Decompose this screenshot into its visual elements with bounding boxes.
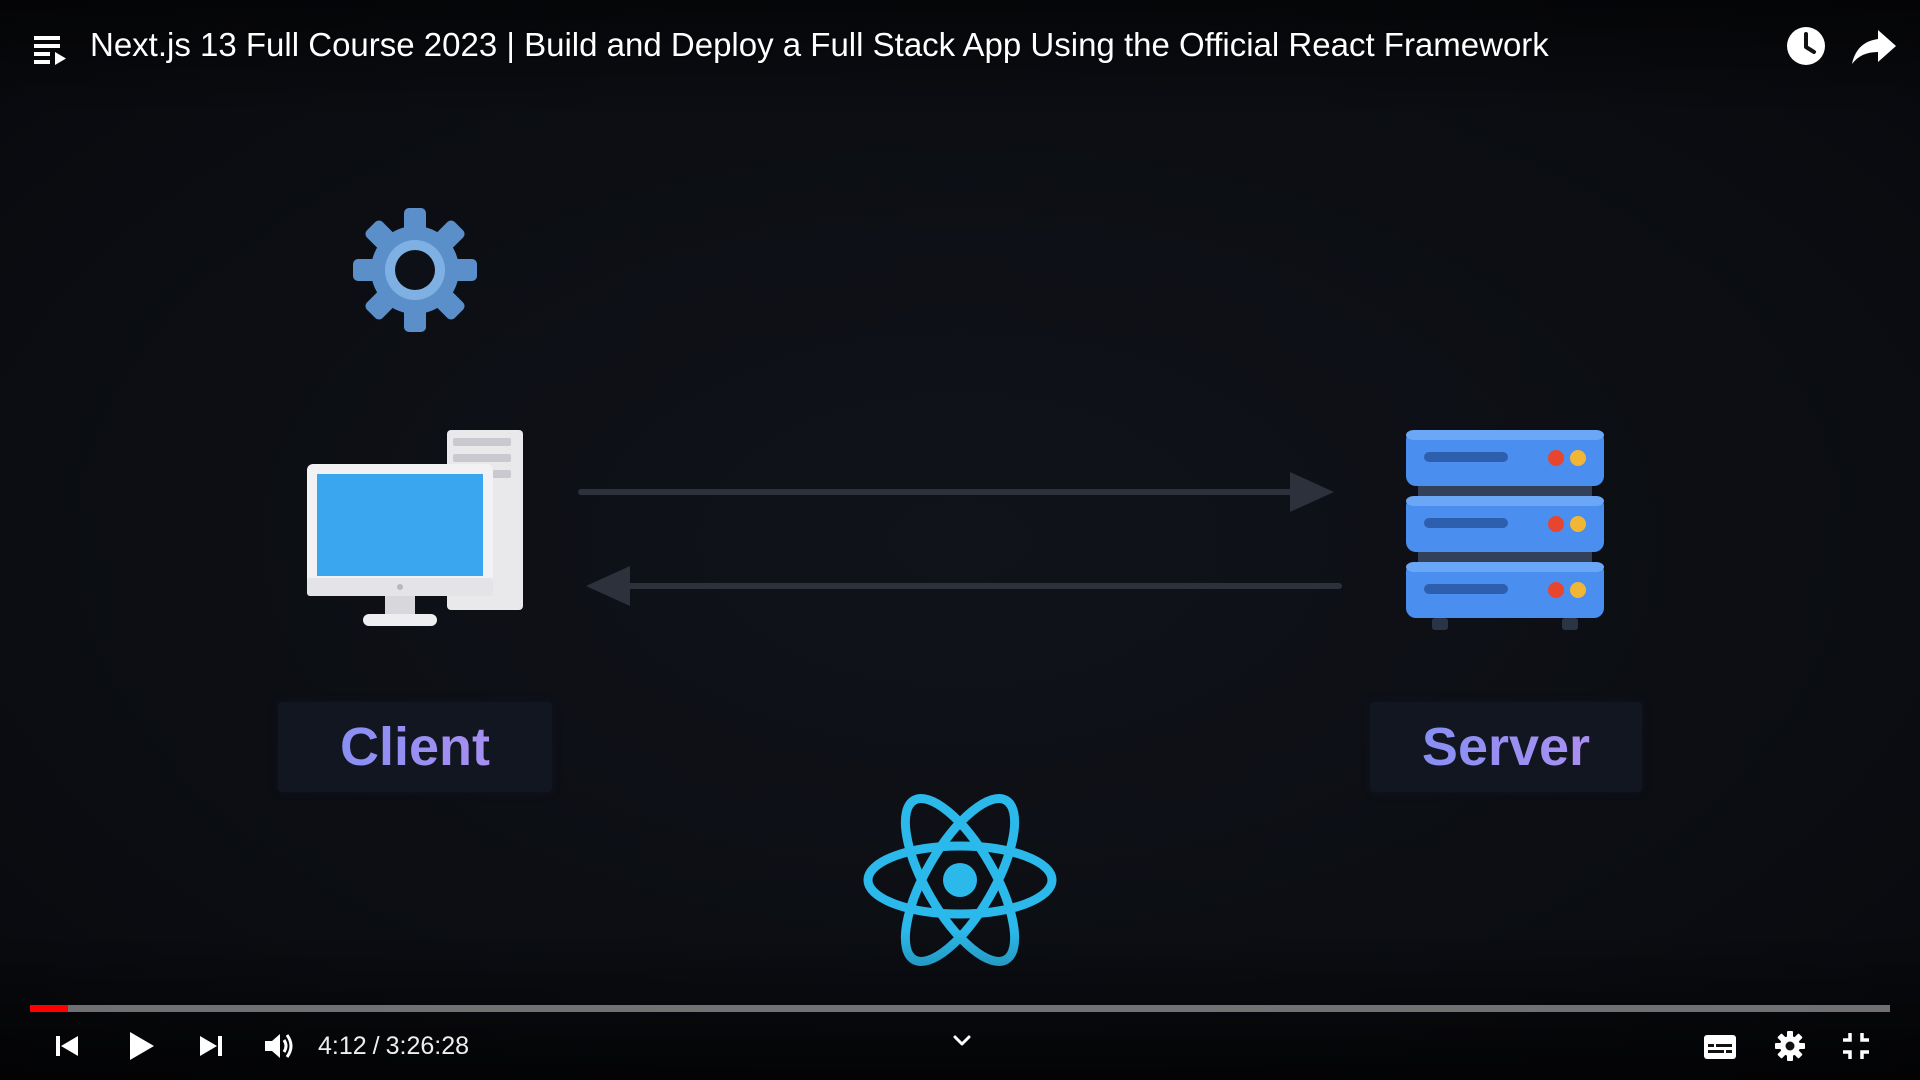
share-icon (1852, 30, 1896, 64)
clock-icon (1787, 27, 1825, 65)
gear-icon (353, 208, 477, 332)
duration: 3:26:28 (385, 1032, 470, 1060)
exit-fullscreen-icon (1843, 1033, 1869, 1059)
gear-icon (1775, 1031, 1805, 1061)
server-label: Server (1370, 702, 1642, 792)
client-label-box: Client (278, 702, 552, 792)
video-title[interactable]: Next.js 13 Full Course 2023 | Build and … (90, 26, 1549, 63)
previous-button[interactable] (44, 1022, 90, 1070)
playlist-icon (34, 36, 66, 65)
arrow-right-icon (578, 472, 1334, 512)
current-time: 4:12 (318, 1032, 367, 1060)
progress-bar[interactable] (30, 1005, 1890, 1012)
watch-later-button[interactable] (1784, 24, 1828, 68)
next-button[interactable] (188, 1022, 234, 1070)
desktop-computer-icon (307, 430, 523, 626)
client-label: Client (278, 702, 552, 792)
settings-button[interactable] (1770, 1022, 1810, 1070)
exit-fullscreen-button[interactable] (1836, 1022, 1876, 1070)
top-gradient (0, 0, 1920, 120)
play-icon (130, 1032, 154, 1060)
volume-button[interactable] (256, 1022, 302, 1070)
server-label-box: Server (1370, 702, 1642, 792)
volume-icon (265, 1034, 293, 1058)
captions-button[interactable] (1700, 1022, 1740, 1070)
share-button[interactable] (1850, 24, 1898, 68)
arrow-left-icon (586, 566, 1342, 606)
skip-next-icon (200, 1036, 222, 1056)
time-separator: / (372, 1032, 380, 1060)
time-display: 4:12/3:26:28 (318, 1030, 469, 1062)
play-button[interactable] (114, 1022, 166, 1070)
chevron-down-icon (953, 1035, 971, 1046)
progress-played (30, 1005, 68, 1012)
playlist-button[interactable] (30, 28, 70, 68)
server-rack-icon (1406, 430, 1604, 630)
skip-previous-icon (56, 1036, 78, 1056)
chapter-expand-button[interactable] (944, 1026, 980, 1056)
captions-icon (1704, 1035, 1736, 1059)
